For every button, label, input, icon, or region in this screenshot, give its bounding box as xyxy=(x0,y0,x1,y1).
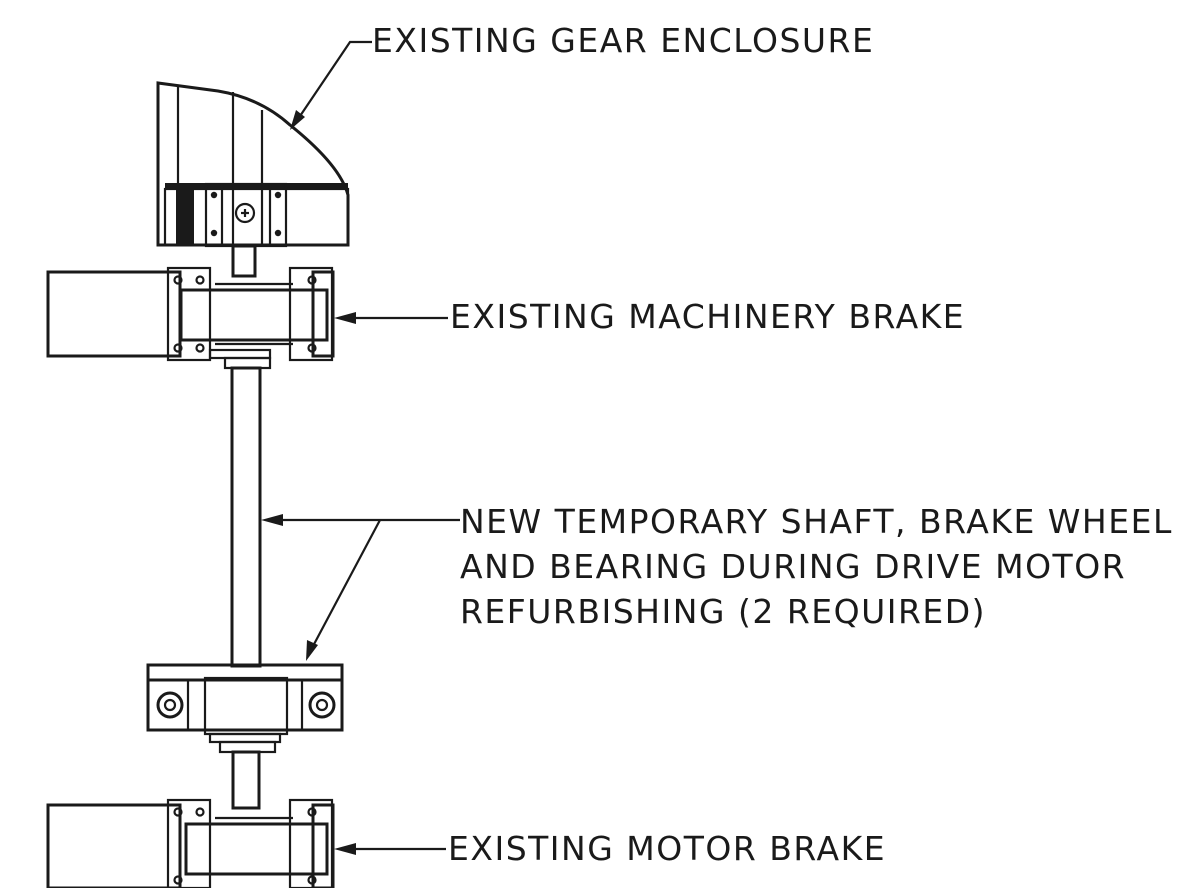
bearing-block xyxy=(146,663,344,754)
lower-shaft xyxy=(231,750,261,810)
temporary-shaft xyxy=(230,366,262,668)
leader-motor-brake xyxy=(334,843,446,855)
gear-enclosure xyxy=(156,81,350,248)
machinery-brake-label: EXISTING MACHINERY BRAKE xyxy=(450,297,966,336)
motor-brake xyxy=(46,798,335,888)
leader-machinery-brake xyxy=(334,312,448,324)
motor-brake-label: EXISTING MOTOR BRAKE xyxy=(448,829,887,868)
temporary-shaft-label-line2: AND BEARING DURING DRIVE MOTOR xyxy=(460,547,1127,586)
temporary-shaft-label-line3: REFURBISHING (2 REQUIRED) xyxy=(460,592,987,631)
leader-gear-enclosure xyxy=(290,40,372,130)
leader-temporary-shaft xyxy=(261,514,460,661)
gear-enclosure-label: EXISTING GEAR ENCLOSURE xyxy=(372,21,875,60)
machinery-brake xyxy=(46,244,335,370)
temporary-shaft-label-line1: NEW TEMPORARY SHAFT, BRAKE WHEEL xyxy=(460,502,1173,541)
